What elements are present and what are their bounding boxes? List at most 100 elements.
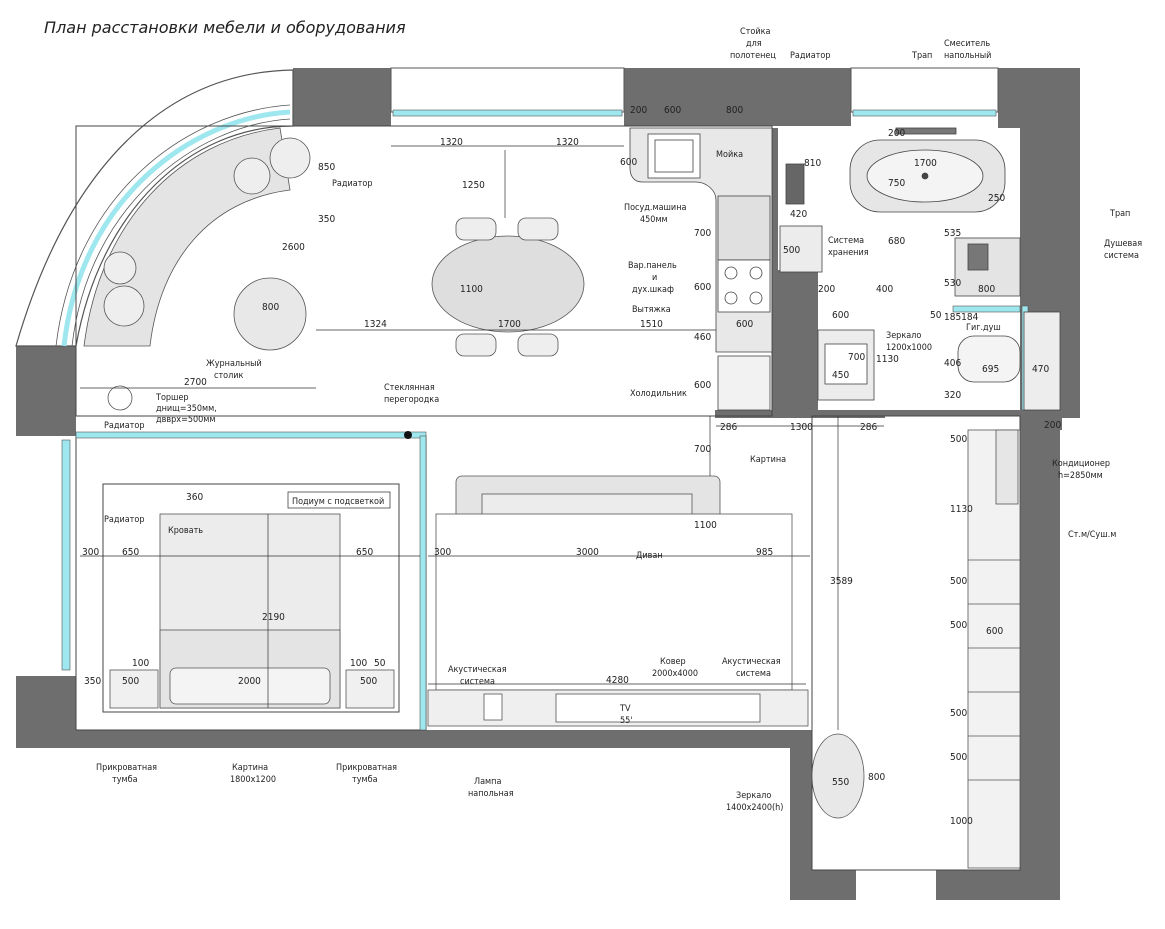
- dishwasher: [717, 195, 771, 261]
- dining-table: [431, 235, 585, 333]
- washer: [995, 429, 1019, 505]
- dim-600-hob: 600: [736, 319, 753, 330]
- dim-185184: 185184: [944, 312, 979, 323]
- floor-lamp: [483, 693, 503, 721]
- dim-286b: 286: [860, 422, 877, 433]
- dim-1700: 1700: [498, 319, 521, 330]
- bathroom: [779, 127, 1061, 411]
- dim-460: 460: [694, 332, 711, 343]
- dim-2600: 2600: [282, 242, 305, 253]
- label-hood: Вытяжка: [632, 305, 671, 315]
- label-acoustic-right-2: система: [736, 669, 771, 679]
- wall-bottom-living: [76, 730, 806, 748]
- wall-bath-shower: [885, 410, 1020, 416]
- dim-1324: 1324: [364, 319, 387, 330]
- label-coffee-table-1: Журнальный: [206, 359, 262, 369]
- label-towel-rack-3: полотенец: [730, 51, 776, 61]
- label-floor-lamp-1: Лампа: [474, 777, 501, 787]
- dim-200: 200: [630, 105, 647, 116]
- dim-250: 250: [988, 193, 1005, 204]
- dim-800-mirror: 800: [868, 772, 885, 783]
- dim-800: 800: [726, 105, 743, 116]
- dim-50b: 50: [374, 658, 386, 669]
- dim-1320a: 1320: [440, 137, 463, 148]
- carpet: [435, 513, 793, 691]
- label-mixer-2: напольный: [944, 51, 991, 61]
- curved-wall: [15, 69, 294, 347]
- dim-600c: 600: [694, 380, 711, 391]
- label-storage-2: хранения: [828, 248, 869, 258]
- dim-3589: 3589: [830, 576, 853, 587]
- dim-1300: 1300: [790, 422, 813, 433]
- label-radiator-left: Радиатор: [104, 421, 144, 431]
- dim-bath-200: 200: [888, 128, 905, 139]
- label-acoustic-right-1: Акустическая: [722, 657, 781, 667]
- dim-700a: 700: [694, 228, 711, 239]
- wall-top-mid-pillar: [624, 68, 851, 126]
- page-title: План расстановки мебели и оборудования: [44, 18, 406, 37]
- label-glass-1: Стеклянная: [384, 383, 435, 393]
- wall-mid-bath: [715, 410, 885, 418]
- wall-kitchen-bath: [772, 128, 778, 418]
- hall-mirror-table: [811, 733, 865, 819]
- wall-right-hall: [1020, 430, 1060, 900]
- dim-1320b: 1320: [556, 137, 579, 148]
- label-bedside-left-1: Прикроватная: [96, 763, 157, 773]
- dim-400: 400: [876, 284, 893, 295]
- label-podium: Подиум с подсветкой: [292, 497, 384, 507]
- glass-partition: [75, 431, 427, 731]
- dim-2700: 2700: [184, 377, 207, 388]
- label-bedside-left-2: тумба: [112, 774, 138, 785]
- dim-500a: 500: [122, 676, 139, 687]
- label-shower-2: система: [1104, 251, 1139, 261]
- label-hob-1: Вар.панель: [628, 261, 677, 271]
- dim-500b: 500: [360, 676, 377, 687]
- wall-left-bottom: [16, 676, 76, 748]
- dim-1250: 1250: [462, 180, 485, 191]
- dim-600b: 600: [694, 282, 711, 293]
- label-dishwasher-2: 450мм: [640, 215, 668, 225]
- label-lamp-top-1: Торшер: [155, 393, 189, 403]
- wall-bottom-hall: [790, 870, 856, 900]
- dim-530: 530: [944, 278, 961, 289]
- coffee-table: [233, 277, 307, 351]
- dim-1700-bath: 1700: [914, 158, 937, 169]
- label-carpet-1: Ковер: [660, 657, 686, 667]
- label-sink: Мойка: [716, 150, 743, 160]
- label-radiator-bed: Радиатор: [104, 515, 144, 525]
- label-shower-1: Душевая: [1104, 239, 1142, 249]
- label-floor-lamp-2: напольная: [468, 789, 514, 799]
- dimension-lines: [80, 145, 884, 730]
- label-painting-bed-1: Картина: [232, 763, 268, 773]
- living-furniture: [83, 127, 809, 727]
- dim-800-table: 800: [262, 302, 279, 313]
- label-bedside-right-1: Прикроватная: [336, 763, 397, 773]
- dim-e500d: 500: [950, 708, 967, 719]
- dim-810: 810: [804, 158, 821, 169]
- dim-2000: 2000: [238, 676, 261, 687]
- label-hob-3: дух.шкаф: [632, 285, 674, 295]
- dim-300s: 300: [434, 547, 451, 558]
- label-towel-rack-1: Стойка: [740, 27, 770, 37]
- dim-700-basin: 700: [848, 352, 865, 363]
- dim-100a: 100: [132, 658, 149, 669]
- podium: [102, 483, 400, 713]
- label-radiator-living: Радиатор: [332, 179, 372, 189]
- dim-420: 420: [790, 209, 807, 220]
- label-lamp-top-2: днищ=350мм,: [156, 404, 217, 414]
- label-drain-right: Трап: [1109, 209, 1130, 219]
- dim-1100s: 1100: [694, 520, 717, 531]
- label-carpet-2: 2000х4000: [652, 669, 698, 679]
- dim-500: 500: [783, 245, 800, 256]
- towel-rack: [785, 163, 805, 205]
- wall-top-right-pillar: [998, 68, 1080, 128]
- dim-850: 850: [318, 162, 335, 173]
- dim-300: 300: [82, 547, 99, 558]
- dim-4280: 4280: [606, 675, 629, 686]
- dim-e600: 600: [986, 626, 1003, 637]
- wall-bottom-hall-right: [936, 870, 1020, 900]
- hall-cabinet: [1023, 311, 1061, 411]
- walls: [16, 68, 1080, 900]
- label-dishwasher-1: Посуд.машина: [624, 203, 686, 213]
- floor-lamp-torch: [107, 385, 133, 411]
